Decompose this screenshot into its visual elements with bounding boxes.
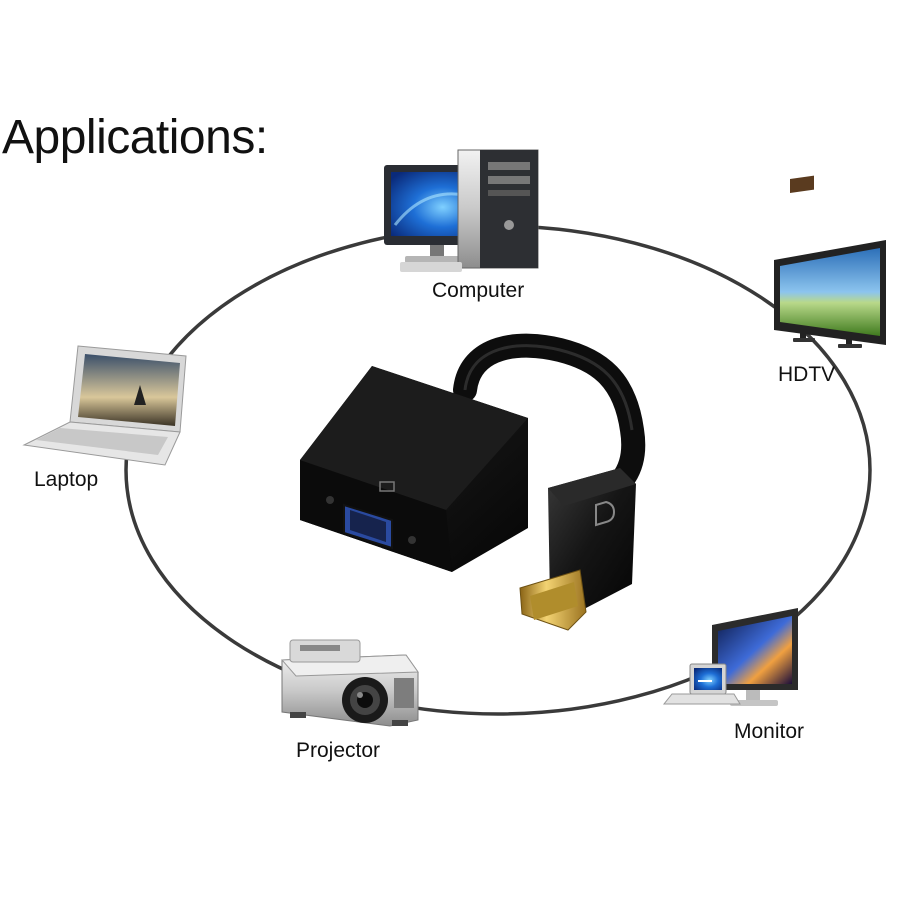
monitor-icon (662, 608, 798, 706)
projector-icon (280, 639, 419, 727)
adapter-body (300, 366, 528, 572)
label-laptop: Laptop (34, 468, 99, 491)
laptop-icon (22, 345, 187, 466)
label-hdtv: HDTV (778, 363, 836, 386)
label-projector: Projector (296, 739, 381, 762)
label-monitor: Monitor (734, 720, 805, 743)
hdtv-icon (774, 175, 886, 348)
page-title: Applications: (2, 111, 268, 164)
displayport-plug (519, 468, 636, 631)
computer-icon (384, 149, 539, 272)
displayport-logo-icon (595, 500, 616, 527)
port-indicator-icon (379, 481, 395, 492)
label-computer: Computer (432, 279, 525, 302)
